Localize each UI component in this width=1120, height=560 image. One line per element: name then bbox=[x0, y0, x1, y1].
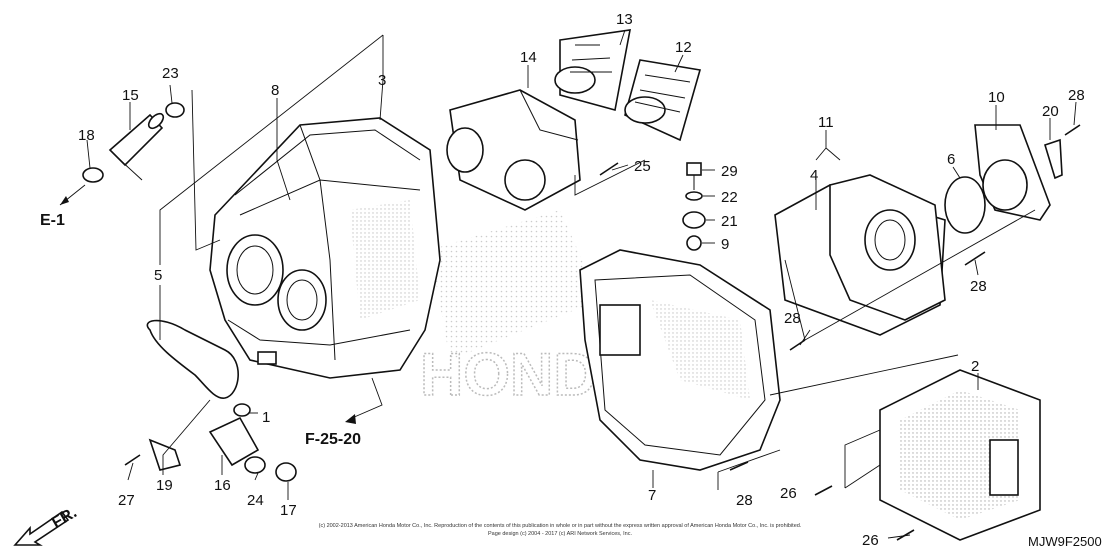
callout-17[interactable]: 17 bbox=[280, 502, 297, 519]
callout-10[interactable]: 10 bbox=[988, 89, 1005, 106]
air-cleaner-case-7 bbox=[579, 249, 781, 471]
seal-6 bbox=[944, 176, 986, 234]
callout-18[interactable]: 18 bbox=[78, 127, 95, 144]
air-funnel-13 bbox=[554, 29, 631, 112]
ref-e1[interactable]: E-1 bbox=[40, 212, 65, 229]
callout-16[interactable]: 16 bbox=[214, 477, 231, 494]
callout-19[interactable]: 19 bbox=[156, 477, 173, 494]
callout-28-gasket[interactable]: 28 bbox=[784, 310, 801, 327]
callout-23[interactable]: 23 bbox=[162, 65, 179, 82]
callout-5[interactable]: 5 bbox=[154, 267, 162, 284]
diagram-code: MJW9F2500 bbox=[1028, 534, 1102, 549]
air-cleaner-housing bbox=[209, 117, 441, 379]
copyright-line-2: Page design (c) 2004 - 2017 (c) ARI Netw… bbox=[488, 531, 632, 537]
bolt-28-case bbox=[729, 461, 749, 471]
bolt-28-cover bbox=[964, 251, 986, 266]
callout-28-cover[interactable]: 28 bbox=[970, 278, 987, 295]
callout-22[interactable]: 22 bbox=[721, 189, 738, 206]
clamp-18 bbox=[82, 167, 104, 183]
bracket-20 bbox=[1044, 138, 1063, 180]
callout-7[interactable]: 7 bbox=[648, 487, 656, 504]
screw-26-upper bbox=[814, 485, 833, 496]
callout-26-upper[interactable]: 26 bbox=[780, 485, 797, 502]
callout-20[interactable]: 20 bbox=[1042, 103, 1059, 120]
clamp-1 bbox=[233, 403, 251, 417]
callout-6[interactable]: 6 bbox=[947, 151, 955, 168]
plug-17 bbox=[275, 462, 297, 482]
callout-14[interactable]: 14 bbox=[520, 49, 537, 66]
callout-9[interactable]: 9 bbox=[721, 236, 729, 253]
bracket-19 bbox=[148, 438, 182, 471]
cover-11 bbox=[829, 174, 946, 321]
callout-28-top[interactable]: 28 bbox=[1068, 87, 1085, 104]
callout-13[interactable]: 13 bbox=[616, 11, 633, 28]
callout-28-case[interactable]: 28 bbox=[736, 492, 753, 509]
callout-29[interactable]: 29 bbox=[721, 163, 738, 180]
arrow-f2520 bbox=[345, 414, 356, 424]
callout-4[interactable]: 4 bbox=[810, 167, 818, 184]
screw-25 bbox=[599, 162, 619, 176]
leader-lines bbox=[59, 29, 1077, 539]
screw-26-lower bbox=[896, 529, 915, 541]
tube-16 bbox=[208, 416, 260, 467]
callout-24[interactable]: 24 bbox=[247, 492, 264, 509]
bolt-27 bbox=[124, 454, 141, 466]
callout-21[interactable]: 21 bbox=[721, 213, 738, 230]
callout-11[interactable]: 11 bbox=[818, 114, 834, 131]
tube-15 bbox=[108, 112, 165, 181]
intake-duct-10 bbox=[974, 124, 1051, 221]
callout-26-lower[interactable]: 26 bbox=[862, 532, 879, 549]
copyright-line-1: (c) 2002-2013 American Honda Motor Co., … bbox=[319, 523, 802, 529]
callout-12[interactable]: 12 bbox=[675, 39, 692, 56]
callout-1[interactable]: 1 bbox=[262, 409, 270, 426]
arrow-e1 bbox=[60, 196, 69, 205]
bolt-28-top bbox=[1064, 124, 1081, 136]
o-ring-5 bbox=[146, 319, 239, 399]
ref-f2520[interactable]: F-25-20 bbox=[305, 431, 361, 448]
connecting-tube-14 bbox=[446, 89, 581, 211]
clamp-24 bbox=[244, 456, 266, 474]
callout-27[interactable]: 27 bbox=[118, 492, 135, 509]
air-funnel-12 bbox=[624, 59, 702, 142]
fastener-stack bbox=[682, 162, 706, 251]
callout-15[interactable]: 15 bbox=[122, 87, 139, 104]
clamp-23 bbox=[165, 102, 185, 118]
callout-3[interactable]: 3 bbox=[378, 72, 386, 89]
callout-25[interactable]: 25 bbox=[634, 158, 651, 175]
front-arrow-icon bbox=[13, 510, 70, 546]
air-filter-element-2 bbox=[879, 369, 1041, 541]
callout-2[interactable]: 2 bbox=[971, 358, 979, 375]
callout-labels: 1 2 3 4 5 6 7 8 9 10 11 12 13 14 15 16 1… bbox=[78, 11, 1085, 549]
callout-8[interactable]: 8 bbox=[271, 82, 279, 99]
